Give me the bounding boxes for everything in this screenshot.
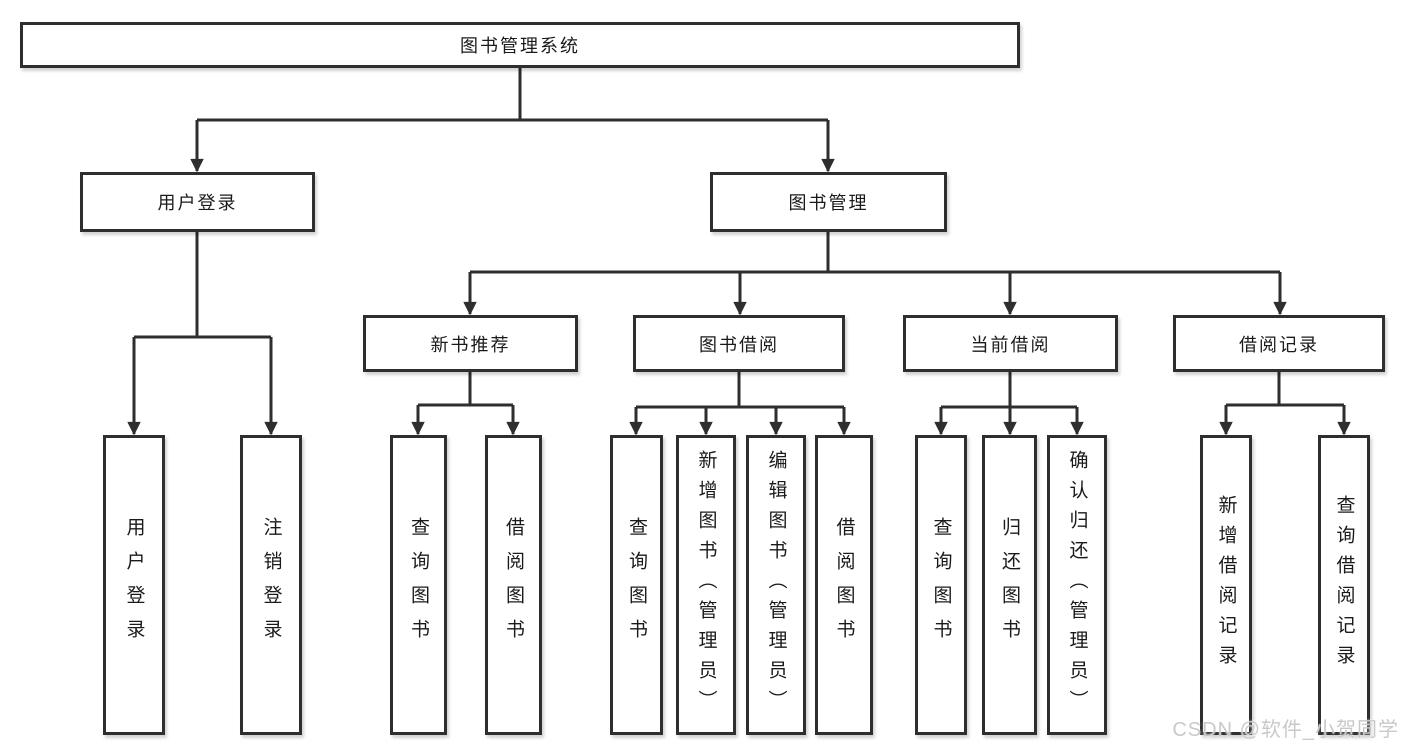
node-leaf-borrow-books-1: 借阅图书 [485, 435, 542, 735]
node-leaf-user-login: 用户登录 [103, 435, 165, 735]
node-library-management-system: 图书管理系统 [20, 22, 1020, 68]
node-leaf-query-books-1: 查询图书 [390, 435, 447, 735]
csdn-watermark: CSDN @软件_小贺同学 [1172, 719, 1399, 741]
node-leaf-query-books-2: 查询图书 [610, 435, 663, 735]
node-new-book-recommend: 新书推荐 [363, 315, 578, 372]
node-leaf-return-book: 归还图书 [982, 435, 1037, 735]
node-book-management: 图书管理 [710, 172, 947, 232]
node-book-borrowing: 图书借阅 [633, 315, 845, 372]
node-leaf-logout: 注销登录 [240, 435, 302, 735]
node-leaf-query-books-3: 查询图书 [915, 435, 967, 735]
node-leaf-query-borrow-record: 查询借阅记录 [1318, 435, 1370, 735]
node-leaf-borrow-books-2: 借阅图书 [815, 435, 873, 735]
node-leaf-add-borrow-record: 新增借阅记录 [1200, 435, 1252, 735]
node-borrow-records: 借阅记录 [1173, 315, 1385, 372]
node-leaf-edit-book-admin: 编辑图书（管理员） [746, 435, 806, 735]
node-leaf-add-book-admin: 新增图书（管理员） [676, 435, 736, 735]
node-leaf-confirm-return-admin: 确认归还（管理员） [1047, 435, 1107, 735]
connector-trunks [134, 68, 1344, 409]
node-current-borrowing: 当前借阅 [903, 315, 1118, 372]
node-user-login: 用户登录 [80, 172, 315, 232]
